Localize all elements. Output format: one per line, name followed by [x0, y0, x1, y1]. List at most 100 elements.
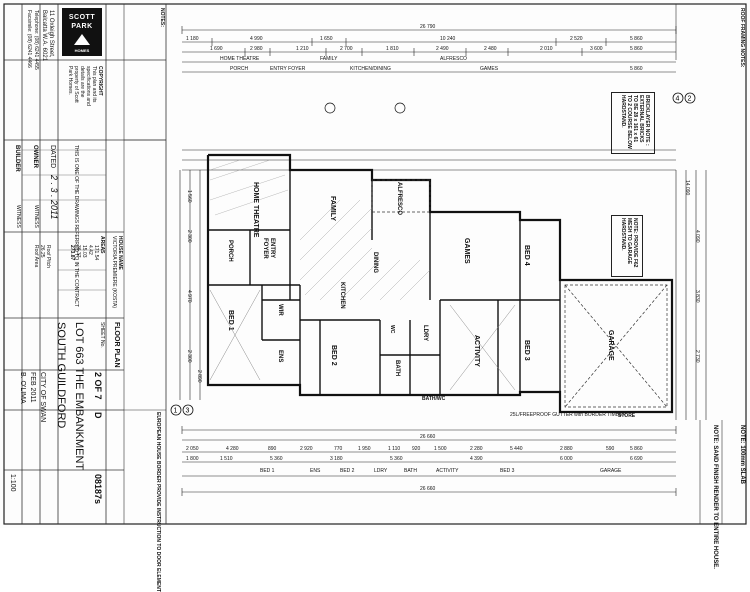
drawing-sheet: SCOTT PARK HOMES 11 Oxleigh Street, Balc… [3, 3, 747, 592]
svg-text:6 690: 6 690 [630, 456, 643, 462]
svg-text:FAMILY: FAMILY [320, 56, 338, 62]
room-porch: PORCH [227, 240, 233, 262]
floor-plan: 4 2 1 3 26 790 1 180 4 990 1 650 10 240 … [170, 24, 707, 496]
room-activity: ACTIVITY [473, 335, 480, 367]
svg-text:ALFRESCO: ALFRESCO [440, 56, 467, 62]
svg-text:3 180: 3 180 [330, 456, 343, 462]
svg-text:5 860: 5 860 [630, 36, 643, 42]
svg-text:14 090: 14 090 [684, 180, 690, 196]
svg-text:BATH: BATH [404, 468, 417, 474]
svg-text:590: 590 [606, 446, 615, 452]
room-ldry: LDRY [422, 325, 428, 342]
room-garage: GARAGE [607, 330, 614, 361]
render-note: NOTE: SAND FINISH RENDER TO ENTIRE HOUSE… [712, 425, 718, 569]
room-alfresco: ALFRESCO [396, 182, 402, 215]
room-kitchen: KITCHEN [339, 282, 345, 309]
svg-text:4 970: 4 970 [186, 290, 192, 303]
svg-text:1 690: 1 690 [210, 46, 223, 52]
svg-text:5 440: 5 440 [510, 446, 523, 452]
svg-text:1 510: 1 510 [220, 456, 233, 462]
mesh-note-box [611, 215, 643, 277]
room-bed2: BED 2 [330, 345, 337, 366]
svg-text:HOME THEATRE: HOME THEATRE [220, 56, 260, 62]
room-bathws: BATH/WC [422, 396, 446, 402]
svg-text:2 300: 2 300 [186, 230, 192, 243]
svg-text:3 600: 3 600 [590, 46, 603, 52]
svg-text:PORCH: PORCH [230, 66, 248, 72]
svg-text:2 300: 2 300 [186, 350, 192, 363]
svg-text:1: 1 [174, 408, 178, 415]
room-bath: BATH [394, 360, 400, 377]
gutter-note: 25L/FREEPROOF GUTTER with BORDER TIMBER [510, 412, 627, 418]
svg-text:2: 2 [688, 96, 692, 103]
svg-text:890: 890 [268, 446, 277, 452]
svg-text:2 730: 2 730 [694, 350, 700, 363]
svg-text:5 860: 5 860 [630, 446, 643, 452]
room-entry: ENTRY [269, 238, 275, 259]
room-bed1: BED 1 [227, 310, 234, 331]
svg-text:4 280: 4 280 [226, 446, 239, 452]
room-ens: ENS [277, 350, 283, 363]
svg-text:4: 4 [676, 96, 680, 103]
svg-text:6 000: 6 000 [560, 456, 573, 462]
room-dining: DINING [372, 252, 378, 273]
svg-text:2 490: 2 490 [436, 46, 449, 52]
svg-text:ACTIVITY: ACTIVITY [436, 468, 459, 474]
room-home-theatre: HOME THEATRE [252, 182, 259, 238]
room-bed4: BED 4 [523, 245, 530, 266]
svg-text:4 390: 4 390 [470, 456, 483, 462]
svg-text:GAMES: GAMES [480, 66, 499, 72]
svg-text:LDRY: LDRY [374, 468, 388, 474]
company-logo: SCOTT PARK HOMES [62, 8, 102, 56]
bricklayer-note-box [611, 92, 655, 154]
svg-text:KITCHEN/DINING: KITCHEN/DINING [350, 66, 391, 72]
svg-text:5 860: 5 860 [630, 66, 643, 72]
svg-text:2 280: 2 280 [470, 446, 483, 452]
svg-text:2 010: 2 010 [540, 46, 553, 52]
svg-text:920: 920 [412, 446, 421, 452]
svg-text:1 110: 1 110 [388, 446, 400, 452]
svg-text:GARAGE: GARAGE [600, 468, 622, 474]
svg-text:26 660: 26 660 [420, 434, 436, 440]
room-store: STORE [618, 413, 636, 419]
svg-text:BED 1: BED 1 [260, 468, 275, 474]
slab-note: NOTE: 100mm SLAB [739, 425, 745, 485]
room-games: GAMES [463, 238, 470, 264]
svg-text:2 980: 2 980 [250, 46, 263, 52]
svg-text:2 890: 2 890 [196, 370, 202, 383]
svg-text:2 880: 2 880 [560, 446, 573, 452]
svg-text:4 090: 4 090 [694, 230, 700, 243]
svg-text:5 360: 5 360 [270, 456, 283, 462]
svg-text:BED 2: BED 2 [340, 468, 355, 474]
svg-text:1 560: 1 560 [186, 190, 192, 203]
svg-text:2 050: 2 050 [186, 446, 199, 452]
svg-text:3 830: 3 830 [694, 290, 700, 303]
svg-text:5 360: 5 360 [390, 456, 403, 462]
svg-text:ENTRY FOYER: ENTRY FOYER [270, 66, 306, 72]
svg-text:1 650: 1 650 [320, 36, 333, 42]
svg-text:BED 3: BED 3 [500, 468, 515, 474]
svg-text:2 520: 2 520 [570, 36, 583, 42]
svg-text:4 990: 4 990 [250, 36, 263, 42]
room-family: FAMILY [329, 196, 336, 222]
room-bed3: BED 3 [523, 340, 530, 361]
mesh-note: NOTE: PROVIDE F62 MESH TO GARAGE HARDSTA… [620, 218, 638, 268]
svg-text:26 660: 26 660 [420, 486, 436, 492]
svg-text:2 920: 2 920 [300, 446, 313, 452]
svg-text:10 240: 10 240 [440, 36, 456, 42]
room-wc: WC [389, 325, 395, 334]
svg-text:2 480: 2 480 [484, 46, 497, 52]
svg-text:1 500: 1 500 [434, 446, 447, 452]
room-wir: WIR [277, 304, 283, 316]
svg-text:1 800: 1 800 [186, 456, 199, 462]
svg-text:1 950: 1 950 [358, 446, 371, 452]
svg-text:3: 3 [186, 408, 190, 415]
svg-text:ENS: ENS [310, 468, 321, 474]
svg-text:2 700: 2 700 [340, 46, 353, 52]
svg-text:26 790: 26 790 [420, 24, 436, 30]
bricklayer-note: BRICKLAYER NOTE : EXTERNAL BRICKS TO BE … [620, 95, 650, 149]
svg-text:5 860: 5 860 [630, 46, 643, 52]
svg-text:770: 770 [334, 446, 343, 452]
svg-text:1 180: 1 180 [186, 36, 199, 42]
room-foyer: FOYER [262, 238, 268, 259]
